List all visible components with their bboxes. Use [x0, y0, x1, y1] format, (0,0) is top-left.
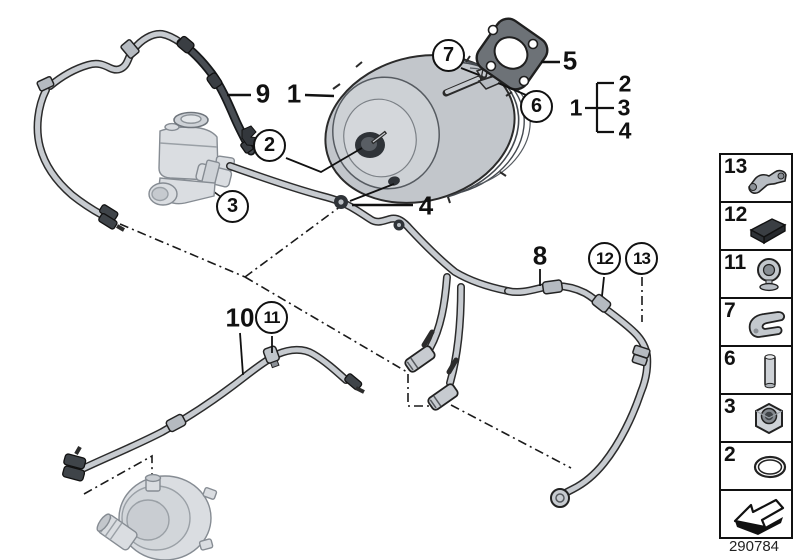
vacuum-pump	[96, 473, 218, 560]
o-ring-icon	[753, 455, 787, 479]
callout-circle-11[interactable]: 11	[255, 301, 288, 334]
callout-label-8[interactable]: 8	[532, 240, 548, 271]
sidebar-label-3: 3	[724, 395, 736, 418]
sidebar-item-2[interactable]: 2	[719, 441, 793, 491]
callout-circle-2[interactable]: 2	[253, 129, 286, 162]
callout-label-9[interactable]: 9	[255, 78, 271, 109]
sidebar-label-13: 13	[724, 155, 748, 178]
sidebar-item-6[interactable]: 6	[719, 345, 793, 395]
grommet-icon	[757, 258, 781, 292]
pipe-bracket-icon	[748, 169, 787, 194]
brake-booster	[324, 54, 531, 204]
rubber-pad-icon	[749, 218, 787, 245]
sidebar-label-2: 2	[724, 443, 736, 466]
legend-label-2: 2	[618, 70, 632, 97]
dowel-pin-icon	[764, 354, 776, 389]
spring-clip-icon	[748, 311, 785, 338]
continuation-arrow-icon	[733, 498, 785, 535]
fluid-reservoir	[148, 111, 236, 206]
callout-label-5[interactable]: 5	[562, 45, 578, 76]
sidebar-item-7[interactable]: 7	[719, 297, 793, 347]
gasket	[475, 17, 549, 91]
drawing-number: 290784	[728, 538, 780, 555]
legend-label-4: 4	[618, 117, 632, 144]
sidebar-item-3[interactable]: 3	[719, 393, 793, 443]
sidebar-item-12[interactable]: 12	[719, 201, 793, 251]
hex-nut-icon	[755, 402, 783, 435]
parts-sidebar: 13 12 11 7	[719, 153, 793, 539]
legend-label-1: 1	[569, 94, 583, 121]
sidebar-item-13[interactable]: 13	[719, 153, 793, 203]
sidebar-label-12: 12	[724, 203, 748, 226]
callout-circle-13[interactable]: 13	[625, 242, 658, 275]
callout-circle-3[interactable]: 3	[216, 190, 249, 223]
sidebar-label-11: 11	[724, 251, 747, 274]
legend-label-3: 3	[617, 94, 631, 121]
pipe-fittings	[36, 35, 651, 508]
sidebar-label-6: 6	[724, 347, 736, 370]
callout-label-10[interactable]: 10	[225, 302, 255, 333]
callout-circle-6[interactable]: 6	[520, 90, 553, 123]
callout-label-4[interactable]: 4	[418, 190, 434, 221]
sidebar-item-next-diagram[interactable]	[719, 489, 793, 539]
sidebar-label-7: 7	[724, 299, 736, 322]
leader-lines	[227, 60, 614, 376]
callout-circle-7[interactable]: 7	[432, 39, 465, 72]
dash-dot-leader-lines	[83, 139, 643, 495]
callout-circle-12[interactable]: 12	[588, 242, 621, 275]
callout-label-1[interactable]: 1	[286, 78, 302, 109]
sidebar-item-11[interactable]: 11	[719, 249, 793, 299]
